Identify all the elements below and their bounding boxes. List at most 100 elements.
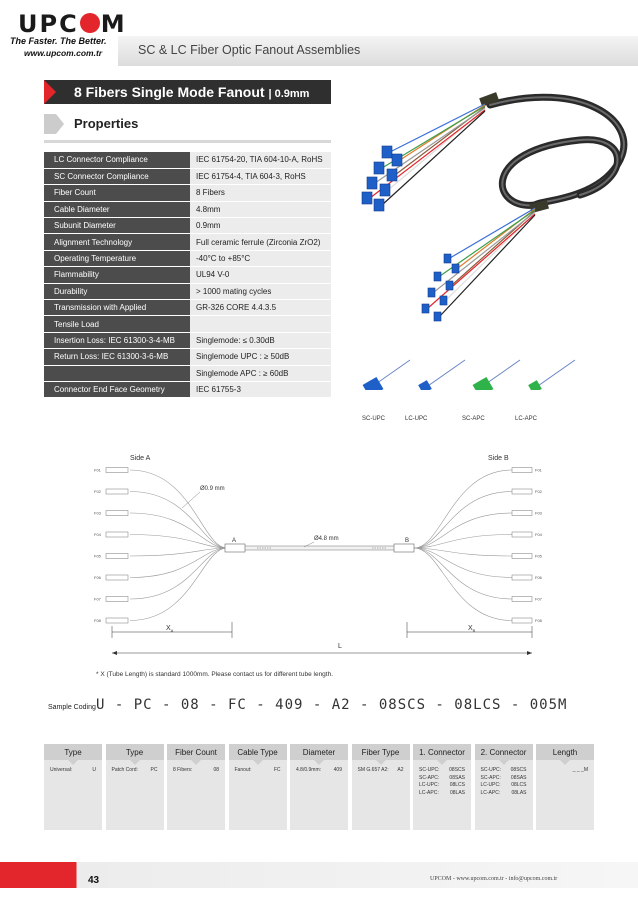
fiber-line-b (413, 512, 513, 549)
port-label-a: F05 (94, 554, 102, 559)
property-value: IEC 61754-4, TIA 604-3, RoHS (190, 168, 331, 186)
port-label-b: F07 (535, 597, 543, 602)
coding-option-label: Patch Cord: (111, 767, 138, 773)
port-connector-a (105, 596, 129, 602)
coding-option: SM G.657 A2:A2 (352, 767, 410, 775)
coding-option-code: FC (273, 767, 281, 773)
connector-label: LC-UPC (405, 416, 428, 422)
fiber-line-a (129, 547, 228, 557)
properties-heading: Properties (44, 116, 138, 131)
coding-column-header: 1. Connector (413, 744, 471, 765)
property-key: Insertion Loss: IEC 61300-3-4-MB (44, 332, 190, 350)
coding-option-label: SC-UPC: (480, 767, 502, 773)
port-label-a: F06 (94, 575, 102, 580)
port-label-a: F03 (94, 511, 102, 516)
coding-option-label: Universal: (50, 767, 73, 773)
xb-label: XB (468, 625, 476, 633)
port-connector-b (511, 488, 533, 495)
coding-column-header: Type (105, 744, 164, 765)
product-title-sub: | 0.9mm (268, 88, 310, 100)
property-key: SC Connector Compliance (44, 168, 190, 186)
logo-dot-icon (79, 13, 100, 33)
property-key: Subunit Diameter (44, 217, 190, 235)
port-label-a: F08 (94, 618, 102, 623)
page-number: 43 (88, 875, 100, 886)
coding-option-label: SM G.657 A2: (357, 767, 389, 773)
property-row: Durability> 1000 mating cycles (44, 283, 331, 301)
coding-option-code: 08LCS (511, 782, 527, 788)
coding-option-code: 08SAS (449, 774, 465, 781)
point-b-label: B (405, 538, 409, 544)
product-title-banner: 8 Fibers Single Mode Fanout | 0.9mm (44, 80, 331, 104)
property-key (44, 365, 190, 382)
coding-column: Length_ _ _M (536, 744, 594, 830)
coding-column-header: Diameter (290, 744, 348, 765)
property-value: 0.9mm (190, 217, 331, 235)
fiber-line-b (413, 491, 513, 549)
port-label-b: F01 (535, 468, 543, 473)
port-connector-b (511, 510, 533, 516)
coding-option-code: PC (150, 767, 158, 773)
property-value: Singlemode APC : ≥ 60dB (190, 365, 331, 382)
port-label-b: F05 (535, 554, 543, 559)
property-row: Singlemode APC : ≥ 60dB (44, 365, 331, 382)
coding-option-label: SC-APC: (419, 774, 440, 781)
fiber-line-b (413, 469, 513, 549)
coding-option: LC-UPC:08LCS (413, 782, 471, 790)
port-connector-b (511, 467, 533, 473)
fiber-line-a (129, 547, 228, 578)
coding-option-code: 08LCS (449, 782, 465, 788)
coding-option: LC-APC:08LAS (413, 790, 471, 798)
port-connector-a (105, 531, 129, 538)
connector-label: SC-APC (462, 416, 485, 422)
coding-option-label: LC-UPC: (480, 782, 501, 788)
fiber-line-a (129, 491, 228, 549)
coding-option: 4.8/0.9mm:409 (290, 767, 348, 775)
point-a-label: A (232, 538, 236, 544)
port-connector-a (105, 553, 129, 559)
coding-column-header: Cable Type (228, 744, 287, 765)
coding-option-label: Fanout: (234, 767, 252, 773)
port-connector-b (511, 531, 533, 538)
property-key: Cable Diameter (44, 201, 190, 219)
property-row: Tensile Load (44, 315, 331, 333)
port-label-a: F01 (94, 468, 102, 473)
coding-option: SC-UPC:08SCS (475, 767, 533, 775)
port-connector-b (511, 617, 533, 624)
coding-option-label: SC-UPC: (419, 767, 440, 773)
connector-label: LC-APC (515, 416, 538, 422)
document-title: SC & LC Fiber Optic Fanout Assemblies (138, 43, 361, 57)
fiber-line-a (129, 547, 228, 621)
port-label-a: F02 (94, 489, 102, 494)
sample-coding-label: Sample Coding (48, 704, 96, 711)
product-title: 8 Fibers Single Mode Fanout (74, 84, 265, 100)
website-link[interactable]: www.upcom.com.tr (24, 48, 103, 58)
property-value (190, 315, 331, 333)
property-value: 8 Fibers (190, 184, 331, 202)
port-connector-b (511, 553, 533, 559)
properties-divider (44, 140, 331, 143)
port-label-b: F04 (535, 532, 543, 537)
property-key: Operating Temperature (44, 250, 190, 268)
property-value: 4.8mm (190, 201, 331, 219)
xa-label: XA (166, 625, 174, 633)
footer-bar (0, 862, 638, 888)
coding-option-label: SC-APC: (480, 774, 501, 781)
coding-option: Universal:U (44, 767, 102, 775)
coding-option-code: 08SAS (510, 774, 527, 781)
property-value: Full ceramic ferrule (Zirconia ZrO2) (190, 233, 331, 251)
tube-length-note: * X (Tube Length) is standard 1000mm. Pl… (96, 671, 334, 678)
property-key: Fiber Count (44, 184, 190, 202)
coding-option-label: 8 Fibers: (173, 767, 193, 773)
